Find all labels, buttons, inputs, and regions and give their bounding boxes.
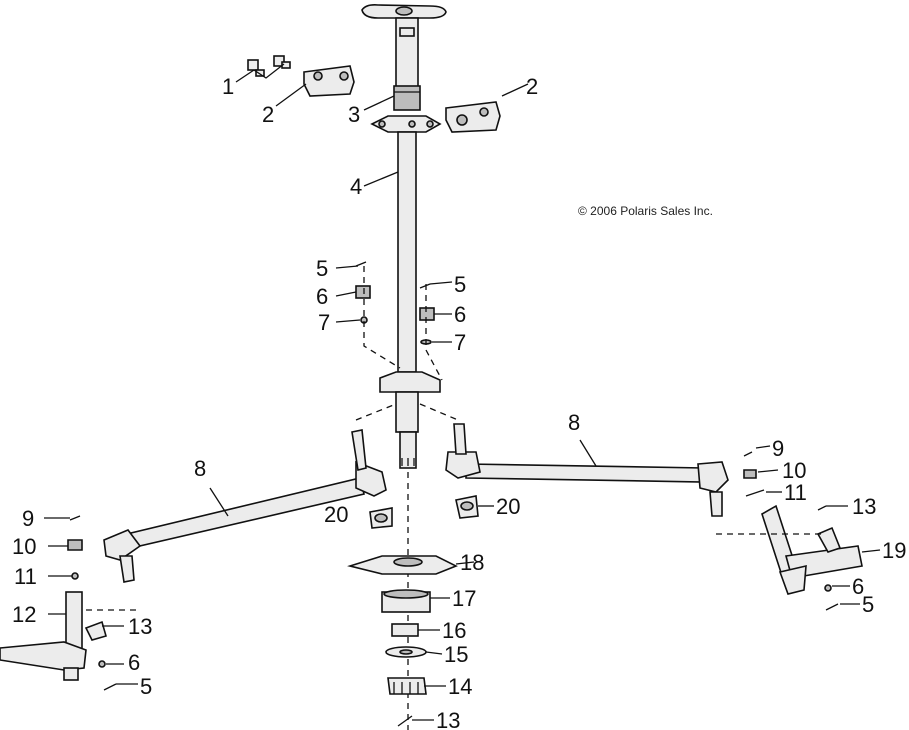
bushing-part-3: [393, 85, 421, 111]
bushing-right-part-20: [455, 495, 479, 519]
spacer-part-16: [391, 623, 419, 637]
tie-rod-left: [103, 429, 387, 583]
callout-7: 7: [454, 330, 466, 355]
callout-5: 5: [316, 256, 328, 281]
callout-15: 15: [444, 642, 468, 667]
callout-10: 10: [782, 458, 806, 483]
left-spindle-part-12: [0, 591, 107, 681]
steering-column-top-plate: [361, 4, 447, 19]
right-spindle-hardware: [743, 451, 765, 497]
left-spindle-hardware: [67, 515, 83, 580]
callout-13: 13: [852, 494, 876, 519]
callout-5: 5: [140, 674, 152, 699]
callout-6: 6: [128, 650, 140, 675]
callout-6: 6: [454, 302, 466, 327]
callout-4: 4: [350, 174, 362, 199]
bearing-part-17: [381, 589, 431, 613]
callout-11: 11: [14, 564, 37, 589]
castle-nut-part-14: [387, 677, 427, 695]
copyright-notice: © 2006 Polaris Sales Inc.: [578, 204, 713, 218]
callout-3: 3: [348, 102, 360, 127]
flange-plate-part-18: [347, 555, 458, 575]
callout-6: 6: [852, 574, 864, 599]
clamp-bracket-right: [445, 101, 501, 133]
hardware-stack-left-column: [355, 261, 371, 324]
callout-16: 16: [442, 618, 466, 643]
bushing-left-part-20: [369, 507, 393, 529]
left-spindle-fasteners: [86, 609, 136, 691]
column-mounting-bracket: [370, 115, 442, 133]
right-spindle-part-19: [761, 504, 863, 595]
callout-5: 5: [862, 592, 874, 617]
callout-8: 8: [568, 410, 580, 435]
callout-11: 11: [784, 480, 807, 505]
cotter-pin-part-13-lower: [397, 715, 413, 727]
callout-20: 20: [324, 502, 348, 527]
washer-part-15: [385, 646, 427, 658]
callout-1: 1: [222, 74, 234, 99]
steering-post-tube-part-4: [397, 131, 417, 373]
callout-12: 12: [12, 602, 36, 627]
callout-7: 7: [318, 310, 330, 335]
callout-14: 14: [448, 674, 472, 699]
callout-17: 17: [452, 586, 476, 611]
callout-8: 8: [194, 456, 206, 481]
hardware-stack-right-column: [419, 283, 435, 345]
callout-19: 19: [882, 538, 906, 563]
callout-13: 13: [128, 614, 152, 639]
callout-5: 5: [454, 272, 466, 297]
callout-9: 9: [772, 436, 784, 461]
leader-lines: [44, 63, 881, 721]
callout-6: 6: [316, 284, 328, 309]
callout-13: 13: [436, 708, 460, 730]
callout-2: 2: [526, 74, 538, 99]
lower-pivot-block: [379, 371, 441, 469]
callout-18: 18: [460, 550, 484, 575]
callout-2: 2: [262, 102, 274, 127]
callout-20: 20: [496, 494, 520, 519]
tie-rod-right: [445, 423, 729, 517]
bolt-pair-part-1: [247, 55, 291, 77]
callout-10: 10: [12, 534, 36, 559]
callout-9: 9: [22, 506, 34, 531]
steering-column-upper-shaft: [395, 17, 419, 89]
right-spindle-fasteners: [716, 505, 839, 611]
clamp-bracket-left: [303, 65, 355, 97]
